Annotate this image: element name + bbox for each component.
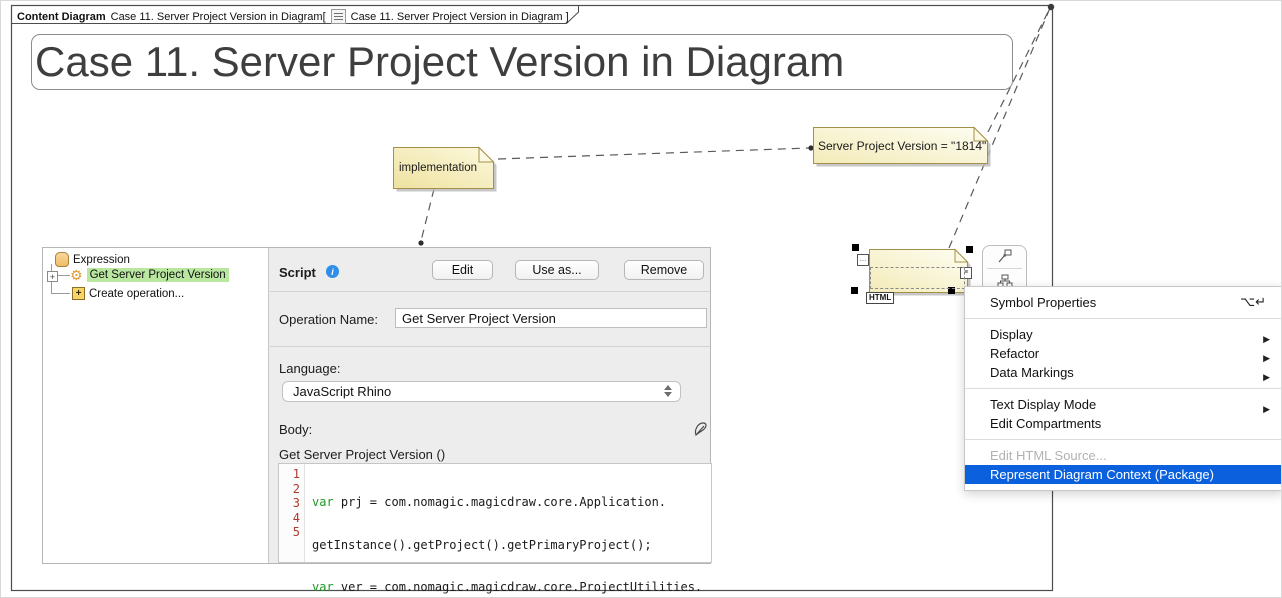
tree-item-expression[interactable]: Expression <box>55 252 130 267</box>
anchor-connectors <box>420 7 1051 249</box>
frame-tab-kind: Content Diagram <box>17 10 106 23</box>
anchor-dot <box>808 145 814 151</box>
tree-item-label: Create operation... <box>89 287 185 300</box>
html-note-tag: HTML <box>866 292 895 304</box>
selection-dashed-outline <box>870 267 965 289</box>
tree-item-get-server-project-version[interactable]: ⚙ Get Server Project Version <box>70 268 229 282</box>
menu-item-data-markings[interactable]: Data Markings ▶ <box>965 363 1281 382</box>
code-text[interactable]: var prj = com.nomagic.magicdraw.core.App… <box>312 495 703 594</box>
implementation-note-shape[interactable] <box>393 146 497 192</box>
submenu-arrow-icon: ▶ <box>1263 404 1270 414</box>
script-signature: Get Server Project Version () <box>279 447 446 462</box>
context-menu: Symbol Properties ⌥↵ Display ▶ Refactor … <box>964 286 1281 491</box>
separator <box>270 346 710 347</box>
selection-handle-bottom-right[interactable] <box>948 287 955 294</box>
menu-item-text-display-mode[interactable]: Text Display Mode ▶ <box>965 395 1281 414</box>
script-section-label: Script <box>279 265 316 280</box>
body-label: Body: <box>279 422 313 437</box>
expression-tree: Expression + ⚙ Get Server Project Versio… <box>43 248 269 563</box>
expression-icon <box>55 252 69 267</box>
anchor-dot <box>418 240 424 246</box>
menu-separator <box>965 312 1281 325</box>
implementation-note-label: implementation <box>399 162 477 174</box>
note-menu-handle[interactable]: ≡ <box>960 267 972 279</box>
open-specification-button[interactable] <box>995 246 1015 266</box>
operation-name-input[interactable] <box>395 308 707 328</box>
connector-implementation-to-note[interactable] <box>497 147 810 160</box>
note-edit-handle[interactable]: … <box>857 254 869 266</box>
script-body-editor[interactable]: 1 2 3 4 5 var prj = com.nomagic.magicdra… <box>278 463 712 594</box>
content-diagram-icon <box>330 9 346 24</box>
frame-tab: Content Diagram Case 11. Server Project … <box>17 9 569 24</box>
menu-item-symbol-properties[interactable]: Symbol Properties ⌥↵ <box>990 295 1266 310</box>
expression-panel: Expression + ⚙ Get Server Project Versio… <box>42 247 712 594</box>
create-operation-plus-icon: + <box>72 287 85 300</box>
menu-item-represent-diagram-context[interactable]: Represent Diagram Context (Package) <box>965 465 1281 484</box>
diagram-title-box[interactable] <box>31 34 1013 90</box>
connector-html-note-to-frame-corner[interactable] <box>948 7 1051 249</box>
edit-button[interactable]: Edit <box>432 260 493 280</box>
menu-item-edit-html-source: Edit HTML Source... <box>990 448 1107 463</box>
menu-item-display[interactable]: Display ▶ <box>965 325 1281 344</box>
frame-tab-name-inner: Case 11. Server Project Version in Diagr… <box>350 10 569 23</box>
menu-item-refactor[interactable]: Refactor ▶ <box>965 344 1281 363</box>
submenu-arrow-icon: ▶ <box>1263 372 1270 382</box>
info-icon[interactable]: i <box>326 265 339 278</box>
language-selected-value: JavaScript Rhino <box>293 384 392 399</box>
shortcut-option-return: ⌥↵ <box>1240 295 1266 310</box>
tree-item-label-selected: Get Server Project Version <box>86 268 229 282</box>
server-version-note-shape[interactable] <box>813 126 991 167</box>
html-note-shape[interactable] <box>869 248 971 296</box>
diagram-title: Case 11. Server Project Version in Diagr… <box>35 38 845 85</box>
server-version-note-label: Server Project Version = "1814" <box>818 139 987 153</box>
use-as-button[interactable]: Use as... <box>515 260 599 280</box>
remove-button[interactable]: Remove <box>624 260 704 280</box>
tree-item-create-operation[interactable]: + Create operation... <box>72 287 184 300</box>
connector-implementation-to-panel[interactable] <box>420 188 435 242</box>
operation-gear-icon: ⚙ <box>70 267 83 283</box>
anchor-dot-frame-corner <box>1047 3 1055 11</box>
toolbar-separator <box>987 268 1022 269</box>
submenu-arrow-icon: ▶ <box>1263 353 1270 363</box>
tree-expand-toggle[interactable]: + <box>47 271 58 282</box>
selection-handle-top-left[interactable] <box>852 244 859 251</box>
separator <box>270 291 710 292</box>
code-line-numbers: 1 2 3 4 5 <box>279 464 305 562</box>
smart-manipulator-toolbar <box>982 245 1027 293</box>
frame-tab-shape <box>11 5 579 24</box>
submenu-arrow-icon: ▶ <box>1263 334 1270 344</box>
tree-item-label: Expression <box>73 253 130 266</box>
operation-name-label: Operation Name: <box>279 312 378 327</box>
navigate-icon <box>998 249 1011 263</box>
selection-handle-top-right[interactable] <box>966 246 973 253</box>
frame-tab-name-outer: Case 11. Server Project Version in Diagr… <box>110 10 326 23</box>
menu-separator <box>965 433 1281 446</box>
select-stepper-icon <box>664 385 672 397</box>
language-label: Language: <box>279 361 341 376</box>
selection-handle-bottom-left[interactable] <box>851 287 858 294</box>
menu-separator <box>965 382 1281 395</box>
edit-body-feather-icon[interactable] <box>693 420 711 438</box>
language-select[interactable]: JavaScript Rhino <box>282 381 681 402</box>
connector-note-to-frame-corner[interactable] <box>987 7 1051 133</box>
menu-item-edit-compartments[interactable]: Edit Compartments <box>990 416 1102 431</box>
